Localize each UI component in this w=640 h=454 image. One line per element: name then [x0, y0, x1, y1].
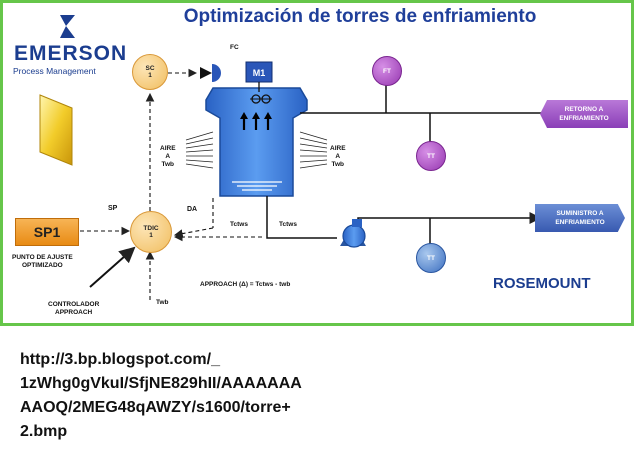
- tctws-label-2: Tctws: [279, 221, 297, 228]
- setpoint-box: SP1: [15, 218, 79, 246]
- source-url: http://3.bp.blogspot.com/_ 1zWhg0gVkuI/S…: [20, 348, 400, 444]
- pump-icon: [340, 219, 366, 248]
- url-line-3: AAOQ/2MEG48qAWZY/s1600/torre+: [20, 399, 291, 416]
- tctws-label-1: Tctws: [230, 221, 248, 228]
- rosemount-logo: ROSEMOUNT: [493, 275, 591, 292]
- tdic-loop: 1: [149, 232, 153, 239]
- air-streaks-right: [299, 131, 328, 169]
- emerson-logo: EMERSON: [14, 42, 128, 65]
- temperature-transmitter-supply-tt: TT: [416, 243, 446, 273]
- emerson-tagline: Process Management: [13, 66, 96, 76]
- damper-actuator-icon: [200, 64, 221, 82]
- url-line-4: 2.bmp: [20, 423, 68, 440]
- cooling-tower: [205, 87, 308, 197]
- decorative-flag-icon: [39, 94, 73, 166]
- sc-loop: 1: [148, 72, 152, 79]
- signal-lines: [80, 68, 262, 300]
- da-signal-label: DA: [187, 206, 198, 213]
- diagram-frame: [0, 0, 634, 326]
- url-line-2: 1zWhg0gVkuI/SfjNE829hII/AAAAAAA: [20, 375, 302, 392]
- controller-pointer: [89, 246, 136, 288]
- sc-tag: SC: [145, 65, 155, 72]
- url-line-1: http://3.bp.blogspot.com/_: [20, 351, 220, 368]
- air-streaks-left: [185, 131, 214, 169]
- m1-label: M1: [252, 68, 266, 78]
- sp-signal-label: SP: [108, 205, 118, 212]
- supply-pipe: [266, 196, 542, 245]
- tdic-tag: TDIC: [143, 225, 159, 232]
- approach-formula: APPROACH (Δ) = Tctws - twb: [200, 281, 291, 288]
- flow-transmitter-ft: FT: [372, 56, 402, 86]
- page-title: Optimización de torres de enfriamiento: [183, 6, 537, 27]
- fan-motor: [245, 61, 273, 92]
- emerson-mark-icon: [60, 15, 75, 38]
- fc-label: FC: [230, 44, 239, 51]
- speed-controller-sc: SC 1: [132, 54, 168, 90]
- return-pipe: [300, 81, 545, 145]
- twb-signal-label: Twb: [156, 299, 169, 306]
- temperature-transmitter-return-tt: TT: [416, 141, 446, 171]
- approach-controller-tdic: TDIC 1: [130, 211, 172, 253]
